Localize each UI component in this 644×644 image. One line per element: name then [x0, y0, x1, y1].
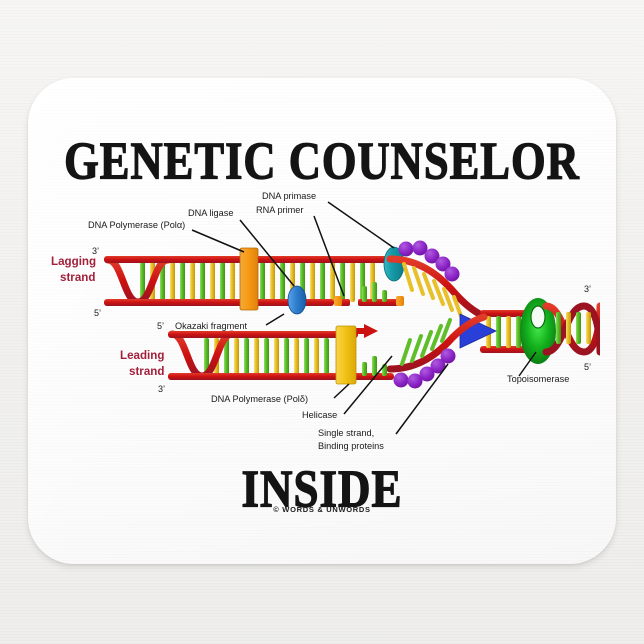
- page-subtitle: INSIDE: [241, 459, 403, 519]
- label-okazaki-fragment: Okazaki fragment: [175, 321, 247, 331]
- leader-lines: [191, 201, 537, 435]
- rna-primer-block: [334, 296, 342, 306]
- label-rna-primer: RNA primer: [256, 205, 303, 215]
- right-parent-helix: [542, 302, 600, 356]
- ssb-proteins-lower: [393, 348, 456, 389]
- label-dna-primase: DNA primase: [262, 191, 316, 201]
- label-lagging-strand-line2: strand: [60, 271, 95, 284]
- rna-primer-block: [396, 296, 404, 306]
- dna-polymerase-delta-icon: [335, 325, 357, 385]
- dna-ligase-icon: [287, 285, 307, 315]
- marker-right-top: 3’: [584, 284, 591, 294]
- page-title: GENETIC COUNSELOR: [64, 131, 580, 191]
- topoisomerase-icon: [520, 298, 556, 364]
- lower-fork-arm: [386, 313, 488, 389]
- leading-backbone-bottom: [168, 373, 394, 380]
- mousepad: GENETIC COUNSELOR: [28, 78, 616, 564]
- dna-polymerase-alpha-icon: [239, 247, 259, 311]
- label-dna-polymerase-delta: DNA Polymerase (Polδ): [211, 394, 308, 404]
- label-leading-strand-line2: strand: [129, 365, 164, 378]
- label-helicase: Helicase: [302, 410, 337, 420]
- label-lagging-strand-line1: Lagging: [51, 255, 96, 268]
- label-ssb-line2: Binding proteins: [318, 441, 384, 451]
- lagging-backbone-bottom: [104, 299, 334, 306]
- leading-backbone-top: [168, 331, 358, 338]
- marker-leading-left-bottom: 3’: [158, 384, 165, 394]
- label-topoisomerase: Topoisomerase: [507, 374, 569, 384]
- marker-right-bottom: 5’: [584, 362, 591, 372]
- ssb-proteins-upper: [398, 240, 460, 282]
- copyright-credit: © WORDS & UNWORDS: [273, 505, 371, 514]
- dna-replication-diagram: DNA Polymerase (Polα) DNA ligase DNA pri…: [44, 186, 600, 454]
- upper-fork-arm: [386, 240, 488, 320]
- marker-lagging-left-bottom: 5’: [94, 308, 101, 318]
- marker-leading-left-top: 5’: [157, 321, 164, 331]
- label-dna-ligase: DNA ligase: [188, 208, 233, 218]
- leading-helix-twist: [168, 330, 236, 380]
- lagging-helix-twist: [104, 256, 172, 306]
- marker-lagging-left-top: 3’: [92, 246, 99, 256]
- leading-strand-duplex: [168, 324, 394, 380]
- label-ssb-line1: Single strand,: [318, 428, 374, 438]
- label-dna-polymerase-alpha: DNA Polymerase (Polα): [88, 220, 185, 230]
- label-leading-strand-line1: Leading: [120, 349, 164, 362]
